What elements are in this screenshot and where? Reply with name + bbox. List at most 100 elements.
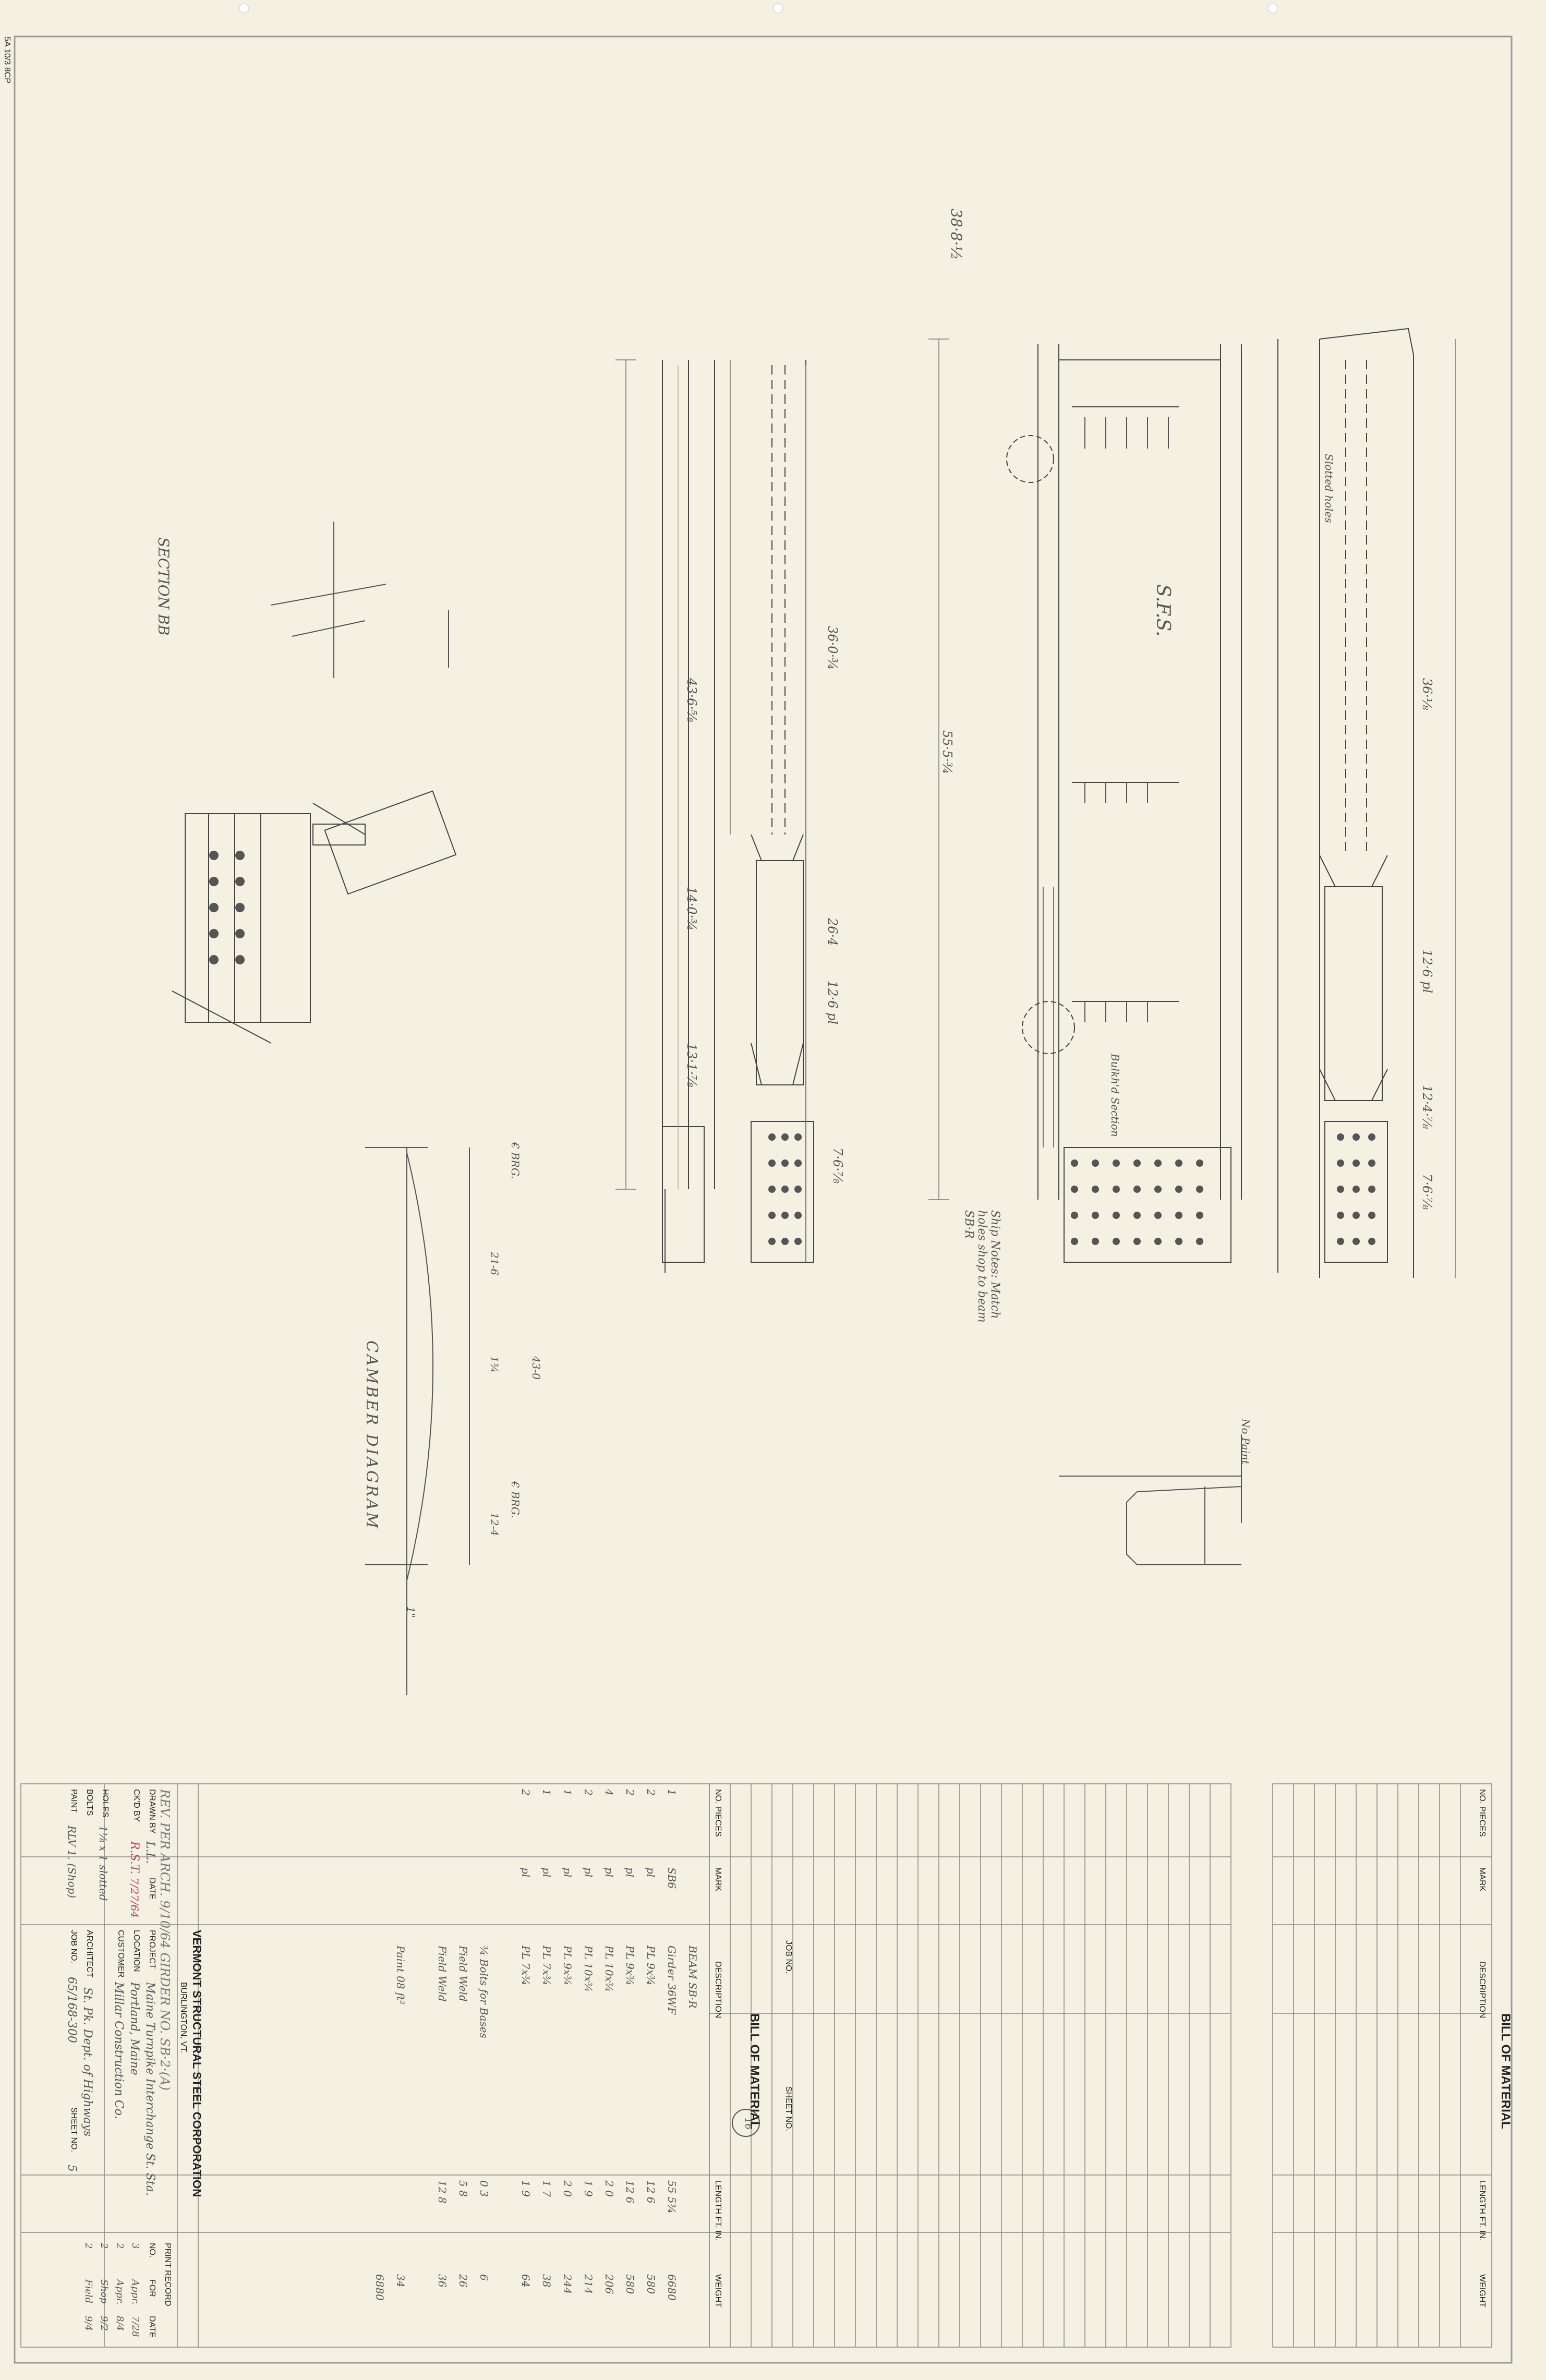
bom-cell-len: 55 5¾ — [666, 2180, 678, 2214]
bom-cell-mark: pl — [603, 1867, 615, 1878]
beam-elevation-lower — [1277, 328, 1414, 1278]
ship-notes: Ship Notes: Match holes shop to beam SB·… — [962, 1210, 1001, 1323]
bom-cell-len: 12 6 — [645, 2180, 657, 2204]
bom-cell-desc: Field Weld — [457, 1946, 469, 2002]
plan-dim: 36·0·¾ — [825, 626, 840, 670]
camber-dim: 21-6 — [488, 1252, 501, 1275]
section-bb-label: SECTION BB — [155, 537, 172, 636]
sfs-note: S.F.S. — [1152, 584, 1174, 637]
bom-cell-pcs: 2 — [624, 1789, 636, 1796]
date-label: DATE — [148, 1878, 156, 1900]
bolt-pattern-upper-left — [768, 1133, 802, 1245]
bolt-pattern-middle — [1071, 1159, 1203, 1245]
bom-cell-wt: 34 — [394, 2274, 407, 2288]
job-no-tb-label: JOB NO. — [69, 1930, 78, 1964]
holes-label: HOLES — [101, 1789, 110, 1818]
paint-value: RLV 1. (Shop) — [66, 1826, 78, 1899]
print-record-header: FOR — [148, 2279, 156, 2297]
bom-cell-len: 12 8 — [436, 2180, 449, 2204]
camber-dim: € BRG. — [509, 1481, 522, 1518]
bom-cell-wt: 580 — [645, 2274, 657, 2294]
bom-cell-desc: PL 7x¾ — [540, 1946, 553, 1986]
plan-dim: 7·6·⅞ — [1420, 1174, 1434, 1210]
bulkhead-note: Bulkh'd Section — [1109, 1054, 1121, 1137]
beam-plan-middle — [1006, 344, 1242, 1263]
paint-label: PAINT — [69, 1789, 78, 1813]
detail-section — [1059, 1434, 1242, 1565]
bom-cell-pcs: 2 — [520, 1789, 532, 1796]
plan-dim: 13·1·⅞ — [684, 1043, 699, 1088]
bom-cell-mark: pl — [645, 1867, 657, 1878]
title-block-grid — [20, 1783, 710, 2348]
camber-diagram-label: CAMBER DIAGRAM — [363, 1340, 381, 1530]
bom-cell-pcs: 1 — [540, 1789, 553, 1796]
camber-diagram — [365, 1147, 470, 1695]
bom-grid-right — [1272, 1783, 1492, 2348]
plan-dim: 12·4·⅞ — [1420, 1085, 1434, 1129]
bom-cell-mark: pl — [520, 1867, 532, 1878]
bom-cell-desc: ¾ Bolts for Bases — [478, 1946, 490, 2038]
bom-cell-wt: 26 — [457, 2274, 469, 2288]
bom-cell-wt: 6680 — [666, 2274, 678, 2301]
bom-cell-wt: 64 — [520, 2274, 532, 2288]
bom-left-header: WEIGHT — [714, 2274, 722, 2307]
bom-cell-wt: 214 — [582, 2274, 595, 2294]
bom-left-header: MARK — [714, 1867, 722, 1892]
bom-cell-pcs: 1 — [561, 1789, 574, 1796]
bolt-pattern-lower — [1337, 1133, 1375, 1245]
bom-cell-len: 5 8 — [457, 2180, 469, 2197]
revision-line: REV. PER ARCH. 9/10/64 GIRDER NO. SB·2·(… — [158, 1789, 172, 2091]
plan-dim: 12·6 pl — [1420, 949, 1434, 994]
bom-right-header: DESCRIPTION — [1478, 1961, 1487, 2019]
print-record-header: NO. — [148, 2243, 156, 2258]
print-record-cell: 3 — [130, 2243, 141, 2249]
plan-dim: 36·⅛ — [1420, 678, 1434, 710]
print-record-label: PRINT RECORD — [163, 2243, 172, 2306]
print-record-cell: 9/4 — [83, 2316, 94, 2331]
ckd-by-value: R.S.T. — [128, 1841, 141, 1875]
bom-right-header: NO. PIECES — [1478, 1789, 1487, 1837]
print-record-cell: 2 — [83, 2243, 94, 2249]
beam-elevation-upper — [662, 360, 814, 1273]
print-record-cell: 2 — [114, 2243, 125, 2249]
dimension-lines — [615, 339, 1456, 1278]
job-no-value: 65/168-300 — [65, 1977, 78, 2043]
bom-cell-wt: 38 — [540, 2274, 553, 2288]
no-paint-note: No Paint — [1239, 1419, 1252, 1465]
bom-cell-desc: PL 9x¾ — [561, 1946, 574, 1986]
bom-cell-len: 1 9 — [520, 2180, 532, 2197]
bom-cell-mark: pl — [561, 1867, 574, 1878]
bom-cell-desc: Girder 36WF — [666, 1946, 678, 2015]
architect-label: ARCHITECT — [85, 1930, 94, 1978]
bom-cell-pcs: 1 — [666, 1789, 678, 1796]
plan-dim: 14·0·¾ — [684, 887, 699, 931]
date-value: 7/27/64 — [128, 1878, 141, 1918]
drawn-by-value: L.L. — [143, 1841, 156, 1864]
print-record-cell: Appr. — [114, 2279, 125, 2305]
job-no-label: JOB NO. — [784, 1940, 793, 1974]
bom-cell-desc: PL 7x¾ — [520, 1946, 532, 1986]
print-record-cell: Field — [83, 2279, 94, 2304]
plan-dim: 43·6·⅝ — [684, 678, 699, 722]
customer-label: CUSTOMER — [116, 1930, 125, 1978]
drawn-by-label: DRAWN BY — [148, 1789, 156, 1834]
bom-cell-mark: SB6 — [666, 1867, 678, 1889]
bom-cell-desc: Paint 08 ft² — [394, 1946, 407, 2005]
bom-cell-len: 2 0 — [561, 2180, 574, 2197]
print-record-cell: 8/4 — [114, 2316, 125, 2331]
bom-cell-pcs: 2 — [645, 1789, 657, 1796]
bom-cell-len: 1 7 — [540, 2180, 553, 2197]
project-label: PROJECT — [148, 1930, 156, 1969]
bom-cell-len: 2 0 — [603, 2180, 615, 2197]
punch-hole — [1267, 3, 1278, 14]
bom-cell-mark: pl — [624, 1867, 636, 1878]
section-bb-upper — [271, 522, 449, 678]
bom-cell-wt: 6880 — [373, 2274, 386, 2301]
bom-cell-desc: PL 10x¾ — [582, 1946, 595, 1992]
camber-dim: 43-0 — [530, 1356, 542, 1380]
camber-dim: 1¾ — [488, 1356, 501, 1373]
bom-cell-wt: 206 — [603, 2274, 615, 2294]
camber-dim: 12-4 — [488, 1513, 501, 1536]
sheet-no-label: SHEET NO. — [784, 2086, 793, 2131]
